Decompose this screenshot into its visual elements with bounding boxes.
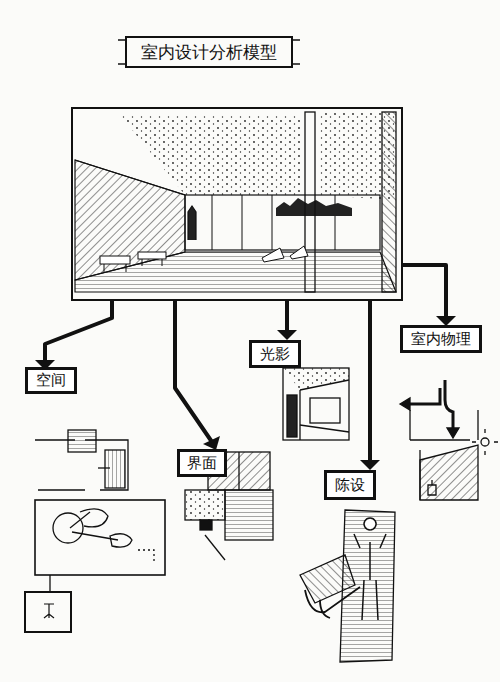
title-text: 室内设计分析模型 (141, 41, 277, 64)
physics-sketch (400, 380, 498, 500)
label-box: 室内物理 (400, 325, 482, 353)
arrow-lines (45, 265, 446, 462)
light-sketch (283, 368, 349, 440)
perspective-sketch (72, 108, 402, 300)
label-text: 室内物理 (411, 332, 471, 347)
title-frame (118, 40, 300, 64)
space-sketches (25, 430, 165, 632)
interface-sketches (185, 452, 273, 560)
label-text: 光影 (260, 347, 290, 362)
furnishing-sketch (300, 510, 395, 662)
label-text: 界面 (187, 456, 217, 471)
label-box: 陈设 (324, 470, 376, 500)
label-text: 陈设 (335, 478, 365, 493)
diagram-title: 室内设计分析模型 (125, 36, 293, 68)
arrow-heads (35, 316, 456, 470)
label-box: 光影 (249, 340, 301, 368)
label-box: 界面 (177, 449, 227, 477)
label-text: 空间 (36, 373, 66, 388)
label-box: 空间 (25, 367, 77, 394)
